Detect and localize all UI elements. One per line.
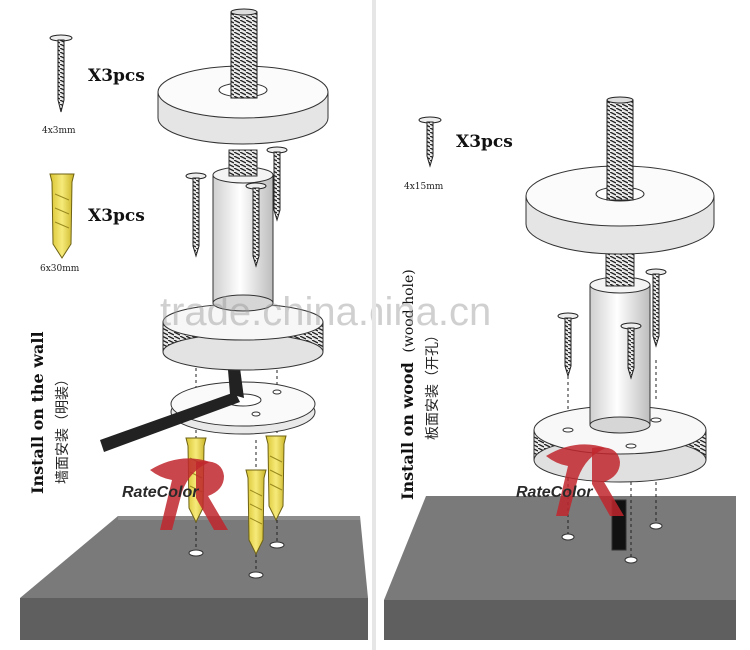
wood-threaded-rod [606, 96, 634, 201]
install-label-wood-en: Install on wood [398, 362, 417, 500]
brand-logo [150, 458, 228, 530]
wood-watermark-text: trade.china.cn [376, 290, 492, 334]
screw-size: 4x3mm [42, 126, 76, 136]
fixing-screws [185, 146, 288, 268]
wood-cylinder-body [589, 249, 651, 434]
wood-screw-size: 4x15mm [404, 182, 444, 192]
wood-surface [384, 496, 736, 640]
allen-wrench [100, 368, 244, 452]
install-label-wall-en: Install on the wall [28, 331, 47, 494]
wood-fixing-screws [557, 268, 667, 380]
left-panel-wall-install: X3pcs 4x3mm X3pcs 6x30mm Install on the … [0, 0, 372, 650]
wall-anchor-icon [49, 173, 75, 259]
install-label-wood-cn: 板面安装（开孔） [425, 328, 441, 440]
wood-install-illustration [384, 96, 736, 640]
mounting-surface [20, 516, 368, 640]
install-label-wall-cn: 墙面安装（明装） [55, 372, 71, 484]
cylinder-body [212, 149, 274, 312]
panel-divider [372, 0, 376, 650]
right-panel-wood-install: X3pcs 4x15mm Install on wood (wood hole)… [376, 0, 750, 650]
wood-brand-name: RateColor [516, 484, 593, 501]
threaded-rod [230, 8, 258, 99]
anchor-size: 6x30mm [40, 264, 80, 274]
threaded-ring [162, 303, 324, 371]
screw-quantity: X3pcs [88, 66, 145, 86]
wall-install-illustration [20, 8, 368, 640]
wall-holes [188, 541, 285, 579]
watermark-text: trade.china.cn [160, 290, 372, 334]
base-flange [170, 381, 316, 435]
wood-screw-icon [49, 34, 73, 113]
short-screw-icon [418, 116, 442, 168]
install-label-wall: Install on the wall [28, 331, 47, 494]
anchor-quantity: X3pcs [88, 206, 145, 226]
brand-name: RateColor [122, 484, 199, 501]
wood-screw-quantity: X3pcs [456, 132, 513, 152]
wood-brand-logo [546, 444, 624, 516]
